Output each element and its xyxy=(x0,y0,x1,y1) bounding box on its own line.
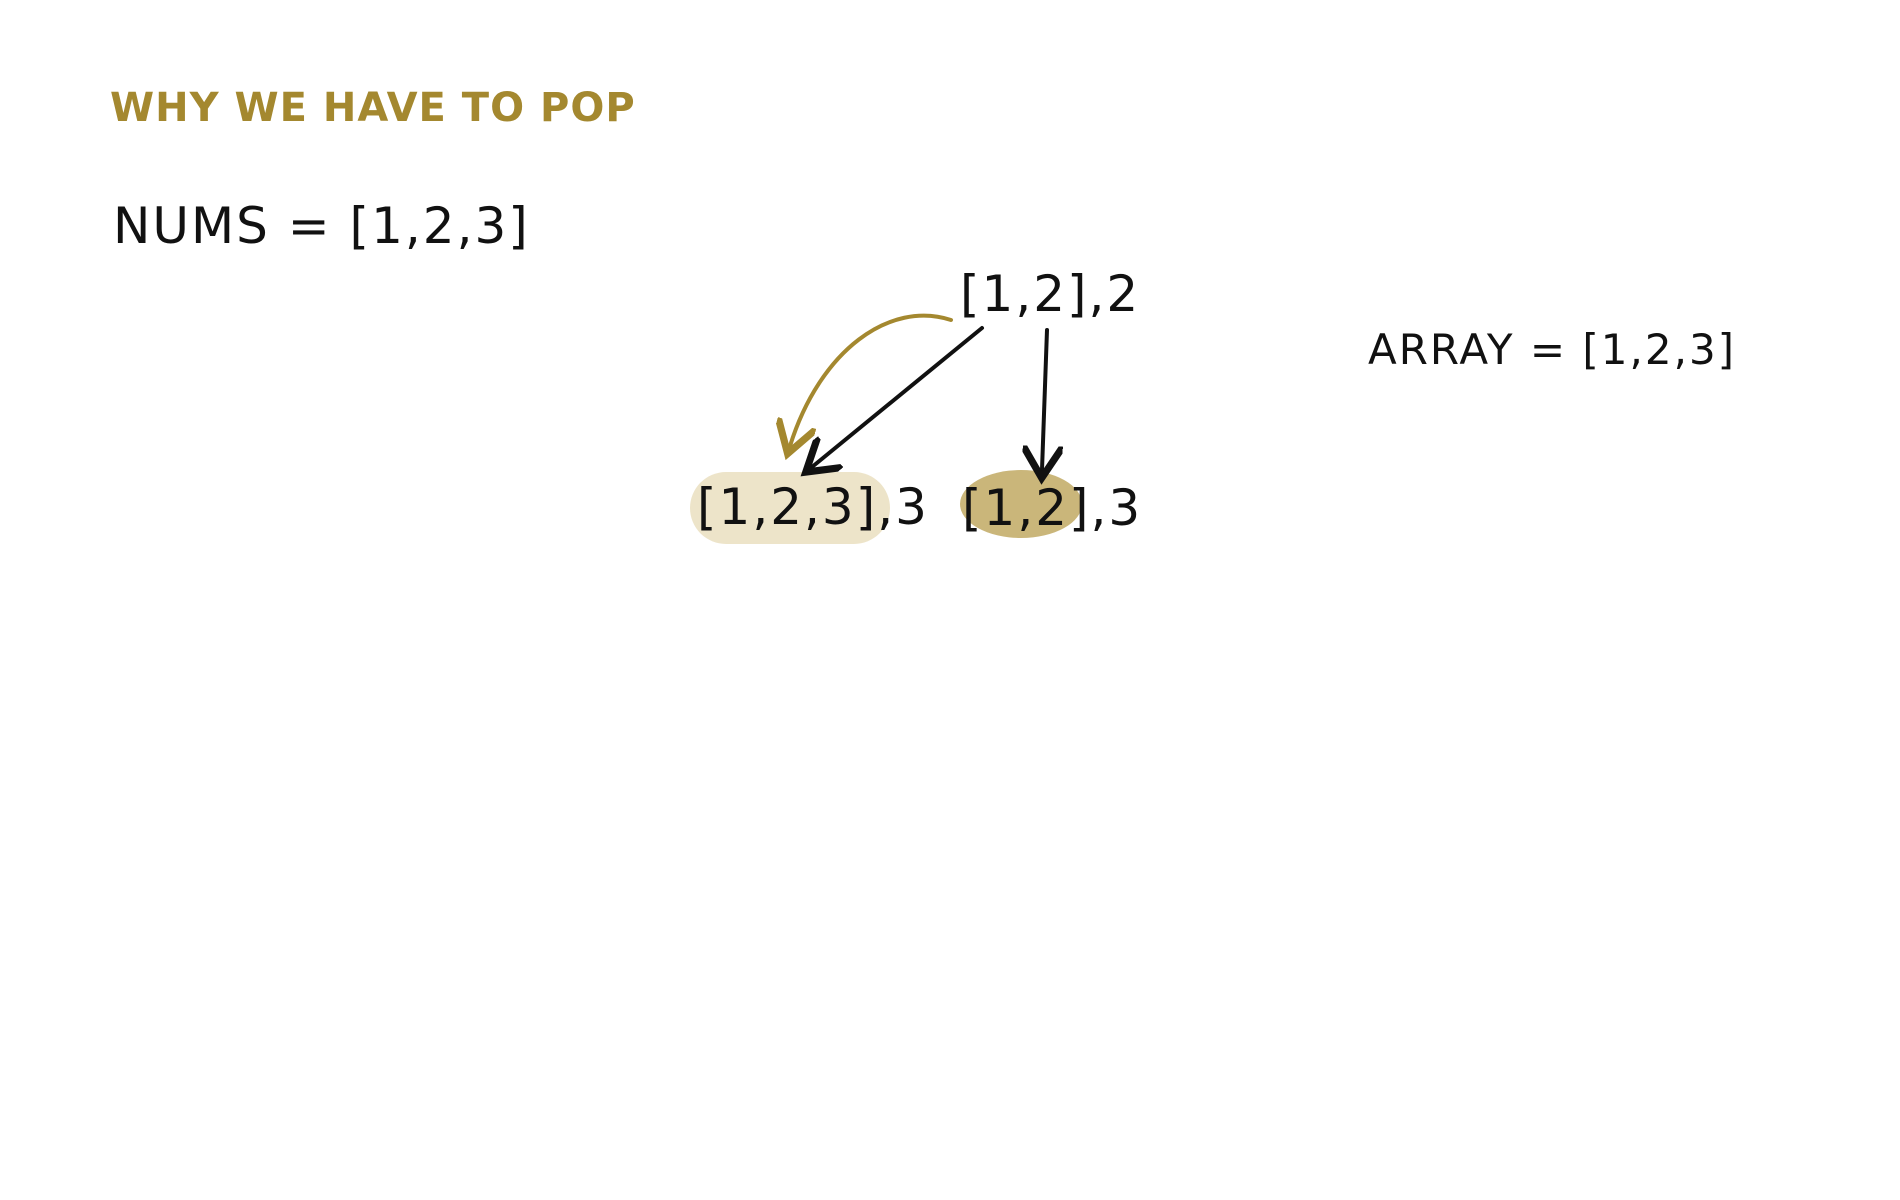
highlight-left-node xyxy=(690,472,890,544)
nums-label: NUMS = [1,2,3] xyxy=(113,197,530,255)
edge-root-to-right xyxy=(1042,328,1047,470)
diagram-title: WHY WE HAVE TO POP xyxy=(110,85,636,131)
child-node-right: [1,2],3 xyxy=(962,479,1143,537)
array-label: ARRAY = [1,2,3] xyxy=(1368,325,1737,374)
backtrack-arrow xyxy=(790,313,953,446)
child-node-left: [1,2,3],3 xyxy=(697,478,929,536)
root-node: [1,2],2 xyxy=(960,265,1141,323)
edge-root-to-left xyxy=(812,326,984,467)
